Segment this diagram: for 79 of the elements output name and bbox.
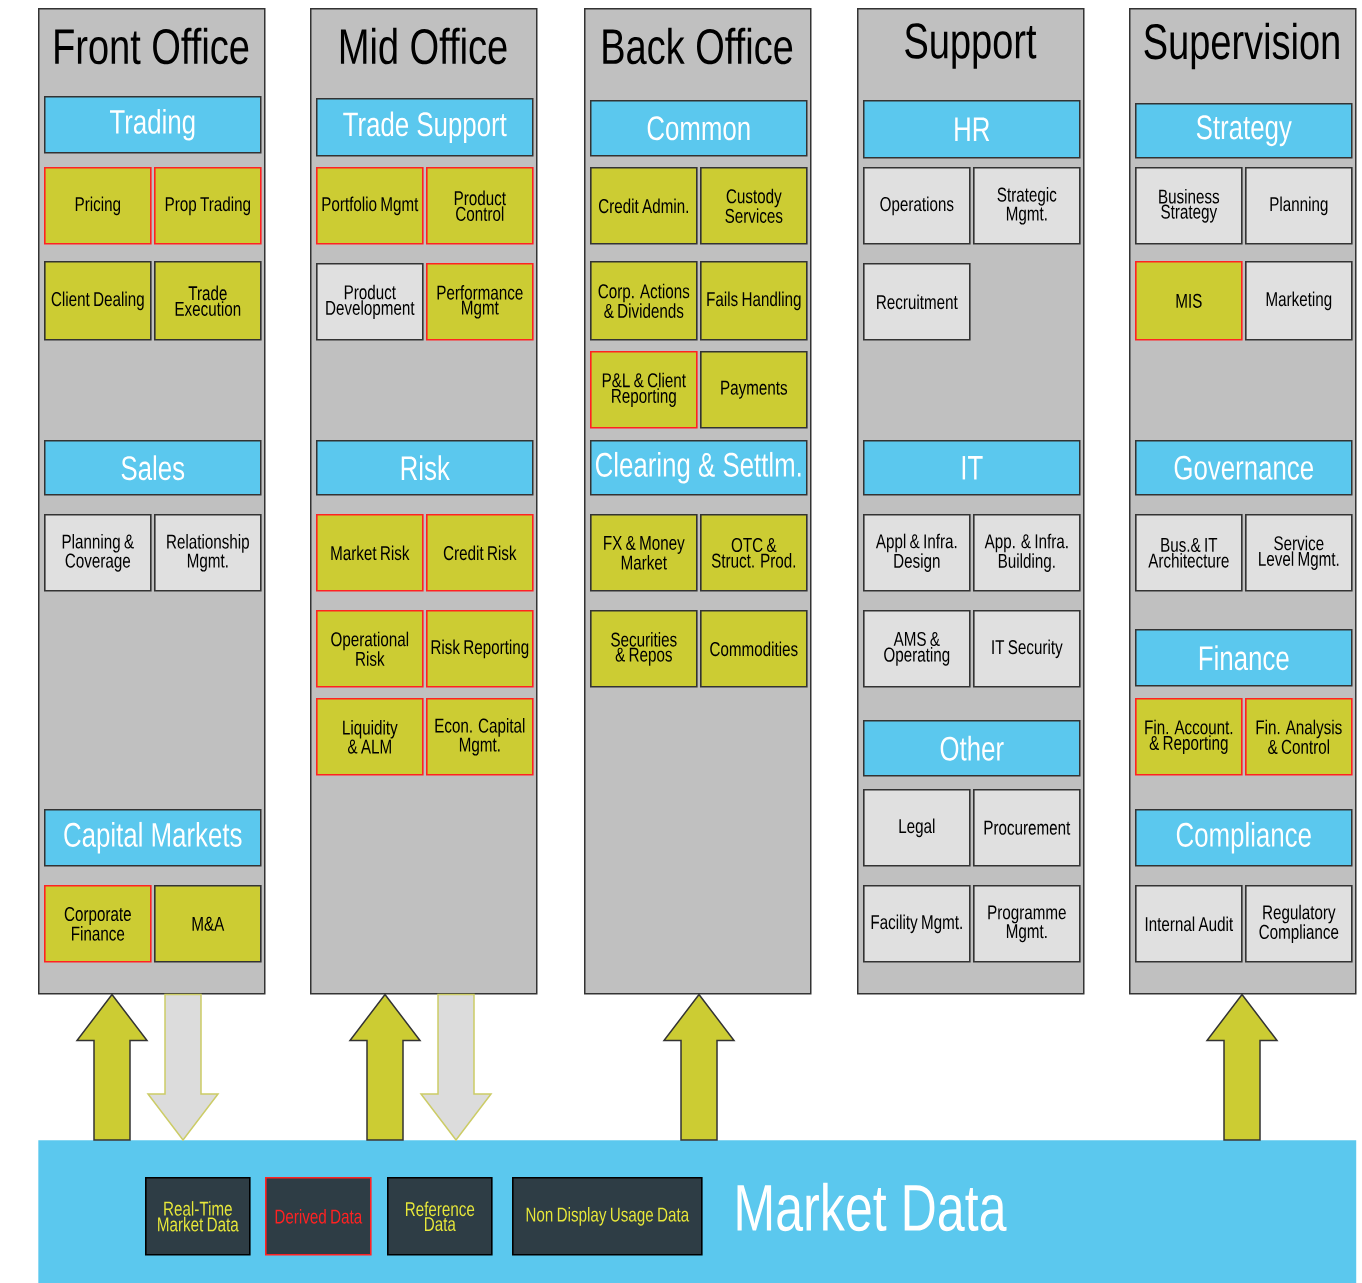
section-header: Compliance bbox=[1135, 809, 1353, 867]
section-header: Trade Support bbox=[316, 98, 534, 157]
function-box: Operations bbox=[863, 167, 971, 245]
function-box: Legal bbox=[863, 789, 971, 867]
function-box: Pricing bbox=[44, 167, 152, 245]
function-box: Client Dealing bbox=[44, 261, 152, 341]
function-box: Recruitment bbox=[863, 263, 971, 341]
data-box: Reference Data bbox=[387, 1177, 493, 1256]
function-box: Credit Risk bbox=[426, 514, 534, 592]
function-box: Internal Audit bbox=[1135, 885, 1243, 963]
function-box: Trade Execution bbox=[154, 261, 262, 341]
function-box: M&A bbox=[154, 885, 262, 963]
function-box: Marketing bbox=[1245, 261, 1353, 341]
function-box: Market Risk bbox=[316, 514, 424, 592]
section-header: Risk bbox=[316, 440, 534, 496]
function-box: Business Strategy bbox=[1135, 167, 1243, 245]
section-header: IT bbox=[863, 440, 1081, 496]
section-header: Strategy bbox=[1135, 103, 1353, 159]
function-box: Econ. Capital Mgmt. bbox=[426, 698, 534, 776]
function-box: Liquidity & ALM bbox=[316, 698, 424, 776]
function-box: Commodities bbox=[700, 610, 808, 688]
data-box: Real-Time Market Data bbox=[145, 1177, 251, 1256]
data-box: Non Display Usage Data bbox=[512, 1177, 703, 1256]
function-box: Portfolio Mgmt bbox=[316, 167, 424, 245]
section-header: HR bbox=[863, 100, 1081, 159]
function-box: Credit Admin. bbox=[590, 167, 698, 245]
block-arrow bbox=[146, 993, 220, 1142]
function-box: FX & Money Market bbox=[590, 514, 698, 592]
function-box: Prop Trading bbox=[154, 167, 262, 245]
function-box: Securities & Repos bbox=[590, 610, 698, 688]
function-box: Appl & Infra. Design bbox=[863, 514, 971, 592]
function-box: P&L & Client Reporting bbox=[590, 351, 698, 429]
section-header: Finance bbox=[1135, 629, 1353, 687]
function-box: Payments bbox=[700, 351, 808, 429]
column-title: Support bbox=[905, 23, 1037, 69]
function-box: Planning & Coverage bbox=[44, 514, 152, 592]
block-arrow bbox=[1205, 993, 1279, 1141]
section-header: Common bbox=[590, 100, 808, 157]
function-box: App. & Infra. Building. bbox=[973, 514, 1081, 592]
function-box: Fin. Analysis & Control bbox=[1245, 698, 1353, 776]
section-header: Other bbox=[863, 720, 1081, 777]
function-box: Facility Mgmt. bbox=[863, 885, 971, 963]
function-box: Corporate Finance bbox=[44, 885, 152, 963]
column-title: Mid Office bbox=[340, 27, 507, 65]
section-header: Sales bbox=[44, 440, 262, 496]
block-arrow bbox=[348, 993, 422, 1141]
function-box: Risk Reporting bbox=[426, 610, 534, 688]
band-title: Market Data bbox=[737, 1182, 1007, 1232]
function-box: Product Control bbox=[426, 167, 534, 245]
function-box: Service Level Mgmt. bbox=[1245, 514, 1353, 592]
function-box: OTC & Struct. Prod. bbox=[700, 514, 808, 592]
section-header: Clearing & Settlm. bbox=[590, 440, 808, 496]
function-box: Planning bbox=[1245, 167, 1353, 245]
block-arrow bbox=[419, 993, 493, 1142]
function-box: AMS & Operating bbox=[863, 610, 971, 688]
function-box: Bus.& IT Architecture bbox=[1135, 514, 1243, 592]
data-box: Derived Data bbox=[265, 1177, 372, 1256]
section-header: Capital Markets bbox=[44, 809, 262, 867]
column-title: Supervision bbox=[1144, 22, 1339, 70]
function-box: Relationship Mgmt. bbox=[154, 514, 262, 592]
function-box: Regulatory Compliance bbox=[1245, 885, 1353, 963]
function-box: Performance Mgmt bbox=[426, 263, 534, 341]
section-header: Trading bbox=[44, 96, 262, 154]
function-box: MIS bbox=[1135, 261, 1243, 341]
function-box: Programme Mgmt. bbox=[973, 885, 1081, 963]
column-title: Front Office bbox=[55, 27, 249, 65]
column-title: Back Office bbox=[603, 27, 793, 65]
function-box: Custody Services bbox=[700, 167, 808, 245]
function-box: Operational Risk bbox=[316, 610, 424, 688]
section-header: Governance bbox=[1135, 440, 1353, 496]
function-box: Fails Handling bbox=[700, 261, 808, 341]
function-box: Procurement bbox=[973, 789, 1081, 867]
block-arrow bbox=[662, 993, 736, 1141]
function-box: IT Security bbox=[973, 610, 1081, 688]
block-arrow bbox=[75, 993, 149, 1141]
function-box: Strategic Mgmt. bbox=[973, 167, 1081, 245]
function-box: Corp. Actions & Dividends bbox=[590, 261, 698, 341]
function-box: Product Development bbox=[316, 263, 424, 341]
function-box: Fin. Account. & Reporting bbox=[1135, 698, 1243, 776]
